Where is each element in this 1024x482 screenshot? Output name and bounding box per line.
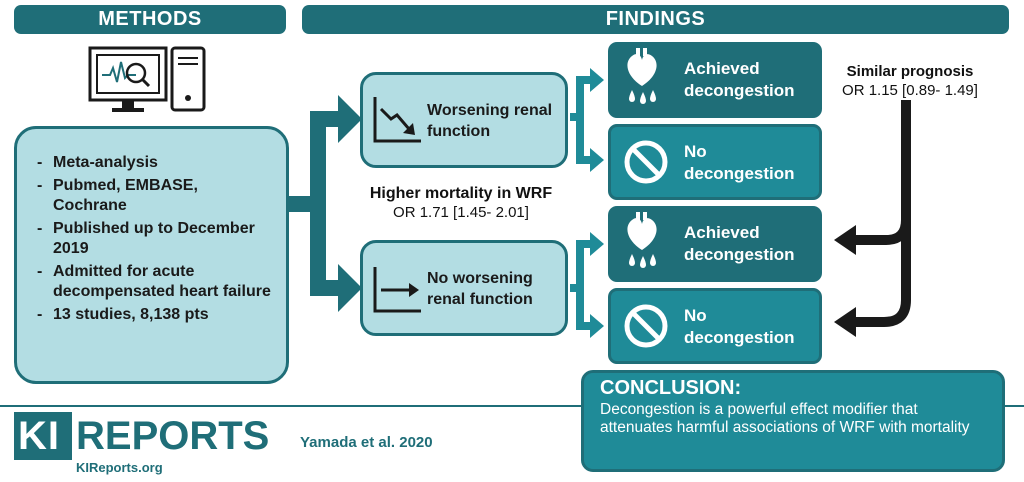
outcome-label: Achieved decongestion: [684, 223, 795, 264]
mortality-result: Higher mortality in WRF OR 1.71 [1.45- 2…: [338, 184, 584, 222]
conclusion-text: Decongestion is a powerful effect modifi…: [600, 401, 970, 436]
flat-chart-icon: [373, 267, 421, 313]
no-wrf-group-box: No worsening renal function: [360, 240, 568, 336]
methods-item: Pubmed, EMBASE, Cochrane: [33, 176, 274, 216]
outcome-achieved-wrf: Achieved decongestion: [608, 42, 822, 118]
methods-item: 13 studies, 8,138 pts: [33, 305, 274, 325]
conclusion-box: CONCLUSION: Decongestion is a powerful e…: [581, 370, 1005, 472]
outcome-achieved-no-wrf: Achieved decongestion: [608, 206, 822, 282]
logo-url[interactable]: KIReports.org: [76, 460, 163, 475]
methods-item: Admitted for acute decompensated heart f…: [33, 262, 274, 302]
wrf-group-box: Worsening renal function: [360, 72, 568, 168]
outcome-none-no-wrf: No decongestion: [608, 288, 822, 364]
kireports-logo: KI REPORTS KIReports.org: [14, 412, 269, 476]
prognosis-stat: OR 1.15 [0.89- 1.49]: [842, 82, 978, 99]
citation: Yamada et al. 2020: [300, 434, 433, 451]
prognosis-title: Similar prognosis: [846, 63, 974, 80]
mortality-stat: OR 1.71 [1.45- 2.01]: [393, 204, 529, 221]
findings-header: FINDINGS: [302, 5, 1009, 34]
prognosis-result: Similar prognosis OR 1.15 [0.89- 1.49]: [828, 62, 992, 100]
heart-drops-icon: [627, 212, 657, 268]
mortality-title: Higher mortality in WRF: [369, 185, 553, 202]
computer-tower-icon: [170, 46, 206, 112]
methods-list: Meta-analysis Pubmed, EMBASE, Cochrane P…: [33, 153, 274, 325]
heart-drops-icon: [627, 48, 657, 104]
logo-reports-text: REPORTS: [76, 414, 270, 458]
methods-box: Meta-analysis Pubmed, EMBASE, Cochrane P…: [14, 126, 289, 384]
decline-chart-icon: [373, 97, 421, 143]
outcome-label: No decongestion: [684, 142, 795, 183]
methods-header: METHODS: [14, 5, 286, 34]
outcome-label: Achieved decongestion: [684, 59, 795, 100]
methods-item: Published up to December 2019: [33, 219, 274, 259]
outcome-label: No decongestion: [684, 306, 795, 347]
prohibited-icon: [624, 140, 668, 184]
methods-item: Meta-analysis: [33, 153, 274, 173]
no-wrf-label: No worsening renal function: [427, 270, 533, 308]
prohibited-icon: [624, 304, 668, 348]
outcome-none-wrf: No decongestion: [608, 124, 822, 200]
wrf-label: Worsening renal function: [427, 102, 553, 140]
conclusion-title: CONCLUSION:: [600, 377, 742, 399]
logo-ki-text: KI: [18, 414, 60, 458]
computer-monitor-icon: [88, 46, 168, 112]
logo-ki-block: [14, 412, 72, 460]
